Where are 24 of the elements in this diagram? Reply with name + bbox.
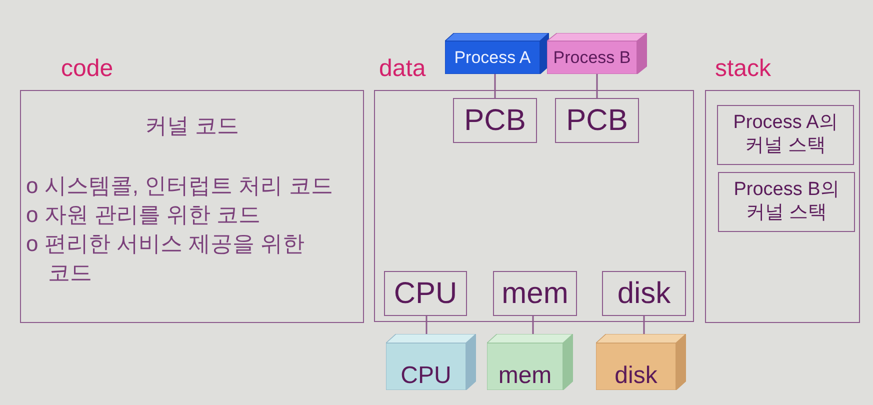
bullet-item: o 자원 관리를 위한 코드: [26, 201, 261, 229]
pcb-box: PCB: [555, 98, 639, 143]
connector-line: [643, 316, 645, 334]
block-label: disk: [614, 362, 658, 390]
kernel-stack-box: Process A의 커널 스택: [717, 105, 854, 165]
section-heading: stack: [715, 55, 772, 83]
bullet-item: o 편리한 서비스 제공을 위한 코드: [26, 230, 306, 287]
section-heading: data: [379, 55, 426, 83]
connector-line: [494, 74, 496, 98]
bullet-item: o 시스템콜, 인터럽트 처리 코드: [26, 172, 333, 200]
resource-box: CPU: [384, 271, 467, 316]
connector-line: [426, 316, 428, 334]
resource-box: mem: [493, 271, 577, 316]
block-label: Process A: [454, 48, 531, 68]
panel-title: 커널 코드: [144, 113, 240, 138]
section-heading: code: [61, 55, 114, 83]
resource-box: disk: [602, 271, 686, 316]
pcb-box: PCB: [453, 98, 537, 143]
block-label: Process B: [553, 48, 631, 68]
block-label: CPU: [400, 362, 452, 390]
block-label: mem: [498, 362, 552, 390]
connector-line: [596, 74, 598, 98]
kernel-stack-box: Process B의 커널 스택: [718, 172, 855, 232]
connector-line: [532, 316, 534, 334]
